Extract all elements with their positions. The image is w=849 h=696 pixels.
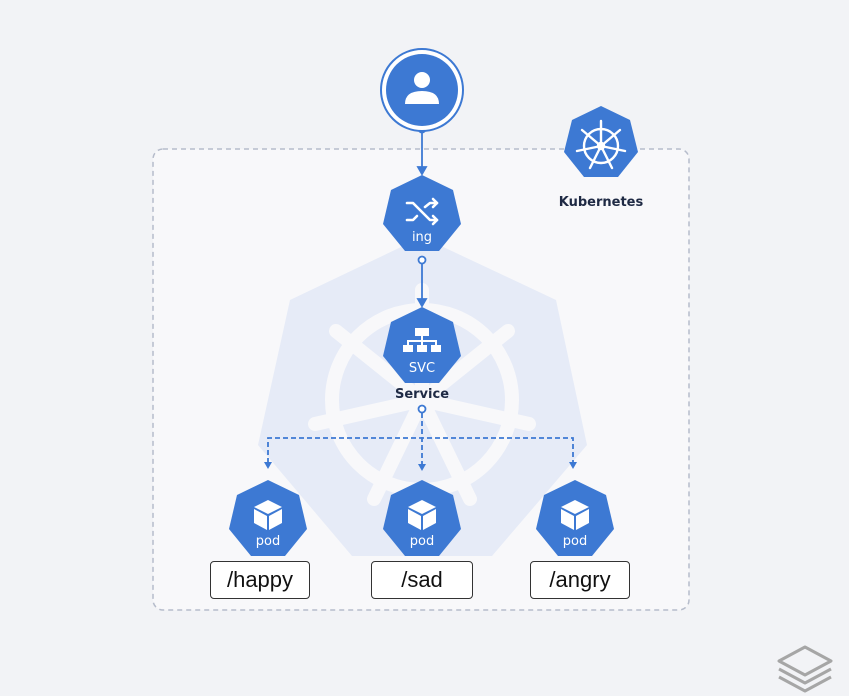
pod-label: pod: [410, 534, 434, 549]
ingress-label: ing: [412, 230, 432, 245]
kubernetes-label: Kubernetes: [559, 195, 644, 210]
shuffle-icon: [405, 197, 439, 226]
kubernetes-logo: [564, 106, 638, 177]
route-sad: /sad: [371, 561, 473, 599]
brand-logo-icon: [777, 645, 833, 693]
helm-wheel-icon: [575, 119, 627, 170]
pod-label: pod: [563, 534, 587, 549]
service-label: Service: [395, 387, 449, 402]
ingress-node: ing: [383, 175, 461, 251]
cube-icon: [408, 500, 436, 530]
cube-icon: [254, 500, 282, 530]
user-icon: [380, 48, 464, 132]
hierarchy-icon: [403, 328, 441, 352]
pod-node-angry: pod: [536, 480, 614, 556]
pod-node-happy: pod: [229, 480, 307, 556]
service-to-pods-connector: [264, 404, 577, 471]
pod-node-sad: pod: [383, 480, 461, 556]
route-happy: /happy: [210, 561, 310, 599]
service-badge: SVC: [409, 361, 435, 376]
route-angry: /angry: [530, 561, 630, 599]
service-node: SVC: [383, 307, 461, 383]
pod-label: pod: [256, 534, 280, 549]
cube-icon: [561, 500, 589, 530]
ingress-to-service-connector: [416, 255, 428, 308]
